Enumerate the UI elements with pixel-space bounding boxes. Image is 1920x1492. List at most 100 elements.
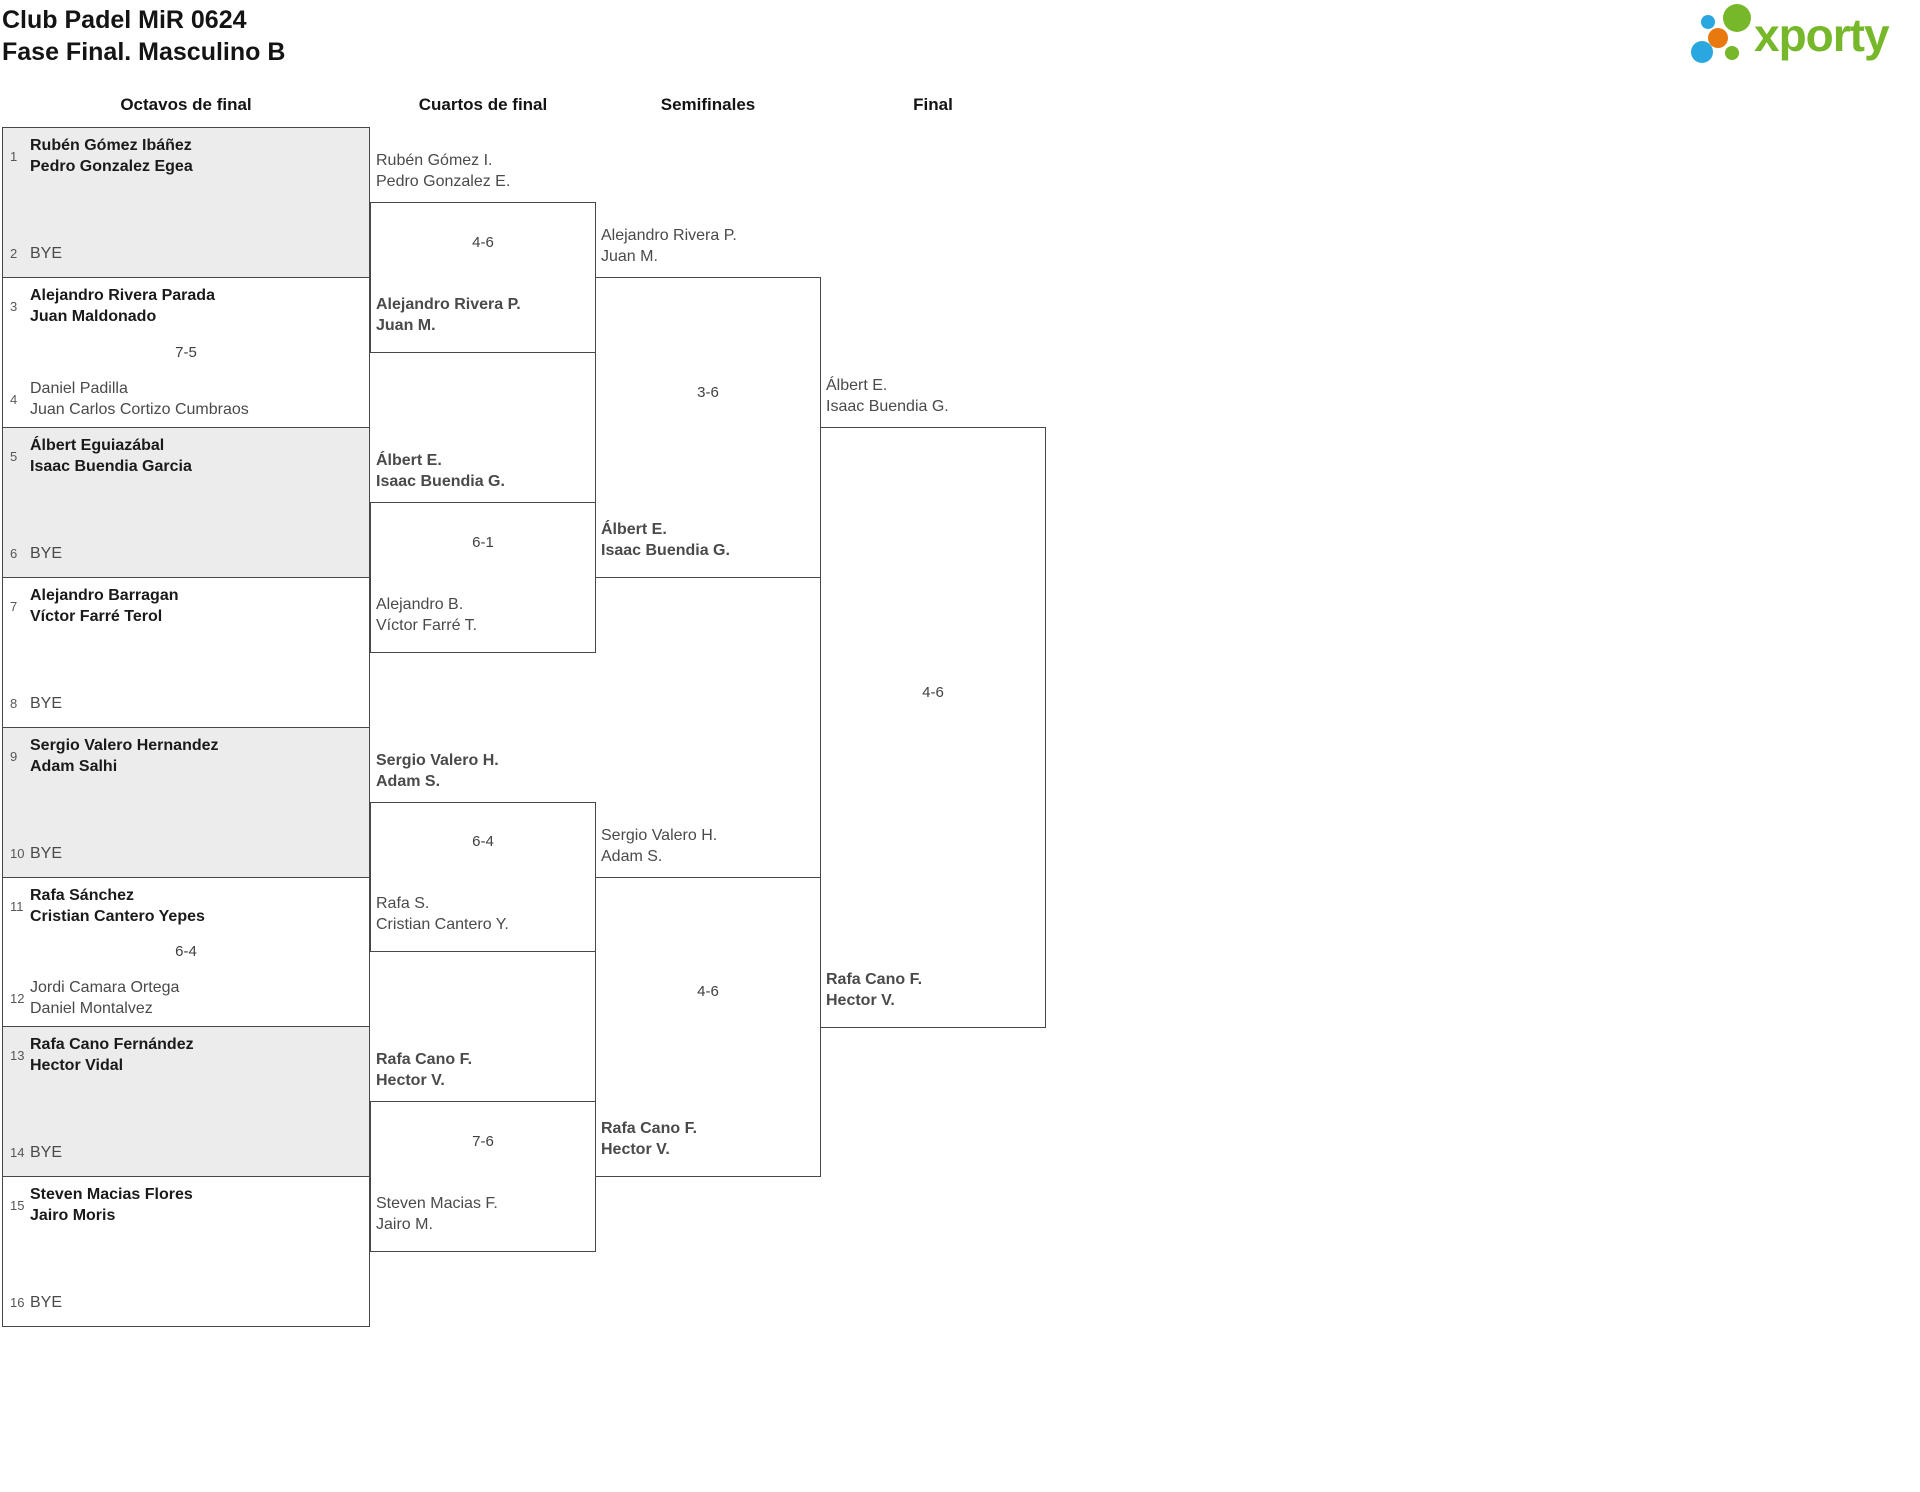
- r16-m1-bottom-team: 2 BYE: [10, 243, 363, 264]
- team-name-line: Steven Macias Flores: [30, 1186, 193, 1203]
- r16-m6-bottom-team: 12 Jordi Camara Ortega Daniel Montalvez: [10, 977, 363, 1019]
- final-top-team: Álbert E. Isaac Buendia G.: [826, 375, 949, 417]
- qf-m1-top-team: Rubén Gómez I. Pedro Gonzalez E.: [376, 150, 510, 192]
- team-name-line: Sergio Valero H.: [376, 752, 499, 769]
- xporty-logo-text: xporty: [1754, 9, 1890, 61]
- xporty-logo[interactable]: xporty: [1668, 0, 1918, 75]
- sf-m2-bottom-team: Rafa Cano F. Hector V.: [601, 1118, 697, 1160]
- seed-number: 7: [10, 598, 18, 614]
- r16-m5-bottom-team: 10 BYE: [10, 843, 363, 864]
- team-name-line: Alejandro Rivera P.: [601, 227, 737, 244]
- seed-number: 5: [10, 448, 18, 464]
- match-score: 4-6: [472, 233, 494, 251]
- match-score: 6-4: [472, 833, 494, 850]
- team-name-line: Daniel Montalvez: [30, 1000, 153, 1017]
- r16-match-6[interactable]: 11 Rafa Sánchez Cristian Cantero Yepes 6…: [2, 877, 370, 1027]
- tournament-name: Club Padel MiR 0624: [2, 6, 247, 34]
- qf-match-2[interactable]: Álbert E. Isaac Buendia G. 6-1 Alejandro…: [370, 452, 596, 653]
- r16-match-8[interactable]: 15 Steven Macias Flores Jairo Moris 16 B…: [2, 1176, 370, 1327]
- team-name-line: Cristian Cantero Yepes: [30, 908, 205, 925]
- match-score: 3-6: [697, 383, 719, 401]
- match-score: 4-6: [922, 683, 944, 701]
- team-name-line: Hector Vidal: [30, 1057, 124, 1074]
- seed-number: 11: [10, 898, 24, 914]
- r16-m1-top-team: 1 Rubén Gómez Ibáñez Pedro Gonzalez Egea: [10, 135, 363, 177]
- qf-m4-bottom-team: Steven Macias F. Jairo M.: [376, 1193, 498, 1235]
- final-match[interactable]: Álbert E. Isaac Buendia G. 4-6 Rafa Cano…: [820, 377, 1046, 1028]
- qf-m2-top-team: Álbert E. Isaac Buendia G.: [376, 450, 505, 492]
- team-name-line: Isaac Buendia Garcia: [30, 458, 192, 475]
- team-name-line: Cristian Cantero Y.: [376, 916, 509, 933]
- team-name-line: Isaac Buendia G.: [376, 473, 505, 490]
- team-name-line: Alejandro B.: [376, 596, 464, 613]
- team-name-line: Álbert E.: [826, 377, 888, 394]
- seed-number: 15: [10, 1197, 25, 1213]
- qf-match-1[interactable]: Rubén Gómez I. Pedro Gonzalez E. 4-6 Ale…: [370, 152, 596, 353]
- match-score: 7-6: [472, 1132, 494, 1150]
- r16-m6-top-team: 11 Rafa Sánchez Cristian Cantero Yepes: [10, 885, 363, 927]
- team-name-line: Alejandro Barragan: [30, 587, 179, 604]
- team-name-line: Rafa Cano F.: [826, 971, 923, 988]
- r16-m5-top-team: 9 Sergio Valero Hernandez Adam Salhi: [10, 735, 363, 777]
- team-name-line: BYE: [30, 695, 63, 712]
- team-name-line: Jairo Moris: [30, 1207, 116, 1224]
- qf-m3-bottom-team: Rafa S. Cristian Cantero Y.: [376, 893, 509, 935]
- seed-number: 4: [10, 391, 18, 407]
- qf-match-4[interactable]: Rafa Cano F. Hector V. 7-6 Steven Macias…: [370, 1051, 596, 1252]
- r16-m4-bottom-team: 8 BYE: [10, 693, 363, 714]
- sf-match-1[interactable]: Alejandro Rivera P. Juan M. 3-6 Álbert E…: [595, 227, 821, 578]
- team-name-line: BYE: [30, 1144, 63, 1161]
- sf-m2-top-team: Sergio Valero H. Adam S.: [601, 825, 717, 867]
- r16-match-2[interactable]: 3 Alejandro Rivera Parada Juan Maldonado…: [2, 277, 370, 428]
- team-name-line: BYE: [30, 845, 63, 862]
- qf-match-3[interactable]: Sergio Valero H. Adam S. 6-4 Rafa S. Cri…: [370, 752, 596, 952]
- seed-number: 14: [10, 1145, 25, 1160]
- team-name-line: Pedro Gonzalez E.: [376, 173, 511, 190]
- team-name-line: Pedro Gonzalez Egea: [30, 158, 193, 175]
- r16-match-5[interactable]: 9 Sergio Valero Hernandez Adam Salhi 10 …: [2, 727, 370, 878]
- r16-match-1[interactable]: 1 Rubén Gómez Ibáñez Pedro Gonzalez Egea…: [2, 127, 370, 278]
- team-name-line: Rafa Sánchez: [30, 887, 135, 904]
- team-name-line: Rafa Cano F.: [601, 1120, 698, 1137]
- team-name-line: BYE: [30, 245, 63, 262]
- match-score: 4-6: [697, 983, 719, 1000]
- seed-number: 8: [10, 696, 18, 711]
- seed-number: 3: [10, 298, 18, 314]
- r16-m7-bottom-team: 14 BYE: [10, 1142, 363, 1163]
- seed-number: 13: [10, 1047, 25, 1063]
- qf-m3-top-team: Sergio Valero H. Adam S.: [376, 750, 499, 792]
- team-name-line: Álbert E.: [601, 521, 667, 538]
- team-name-line: Víctor Farré T.: [376, 617, 478, 634]
- r16-m3-top-team: 5 Álbert Eguiazábal Isaac Buendia Garcia: [10, 435, 363, 477]
- qf-m2-bottom-team: Alejandro B. Víctor Farré T.: [376, 594, 477, 636]
- r16-match-3[interactable]: 5 Álbert Eguiazábal Isaac Buendia Garcia…: [2, 427, 370, 578]
- r16-m2-top-team: 3 Alejandro Rivera Parada Juan Maldonado: [10, 285, 363, 327]
- team-name-line: Juan Maldonado: [30, 308, 157, 325]
- match-score: 7-5: [175, 343, 197, 361]
- team-name-line: Hector V.: [601, 1141, 670, 1158]
- seed-number: 1: [10, 148, 18, 164]
- xporty-logo-mark-icon: [1691, 4, 1751, 63]
- r16-match-4[interactable]: 7 Alejandro Barragan Víctor Farré Terol …: [2, 577, 370, 728]
- team-name-line: Adam S.: [601, 848, 663, 865]
- team-name-line: Hector V.: [826, 992, 895, 1009]
- r16-m7-top-team: 13 Rafa Cano Fernández Hector Vidal: [10, 1034, 363, 1076]
- seed-number: 2: [10, 246, 18, 261]
- column-header-semifinales: Semifinales: [660, 95, 756, 114]
- team-name-line: BYE: [30, 545, 63, 562]
- team-name-line: BYE: [30, 1294, 63, 1311]
- r16-m2-bottom-team: 4 Daniel Padilla Juan Carlos Cortizo Cum…: [10, 378, 363, 420]
- column-header-cuartos: Cuartos de final: [418, 95, 548, 114]
- team-name-line: Isaac Buendia G.: [826, 398, 949, 415]
- team-name-line: Rafa Cano Fernández: [30, 1036, 194, 1053]
- r16-match-7[interactable]: 13 Rafa Cano Fernández Hector Vidal 14 B…: [2, 1026, 370, 1177]
- team-name-line: Adam Salhi: [30, 758, 118, 775]
- team-name-line: Rubén Gómez Ibáñez: [30, 137, 192, 154]
- team-name-line: Álbert Eguiazábal: [30, 437, 165, 454]
- page-title: Club Padel MiR 0624 Fase Final. Masculin…: [2, 4, 285, 68]
- team-name-line: Rafa S.: [376, 895, 430, 912]
- team-name-line: Jordi Camara Ortega: [30, 979, 180, 996]
- sf-match-2[interactable]: Sergio Valero H. Adam S. 4-6 Rafa Cano F…: [595, 827, 821, 1177]
- team-name-line: Jairo M.: [376, 1216, 433, 1233]
